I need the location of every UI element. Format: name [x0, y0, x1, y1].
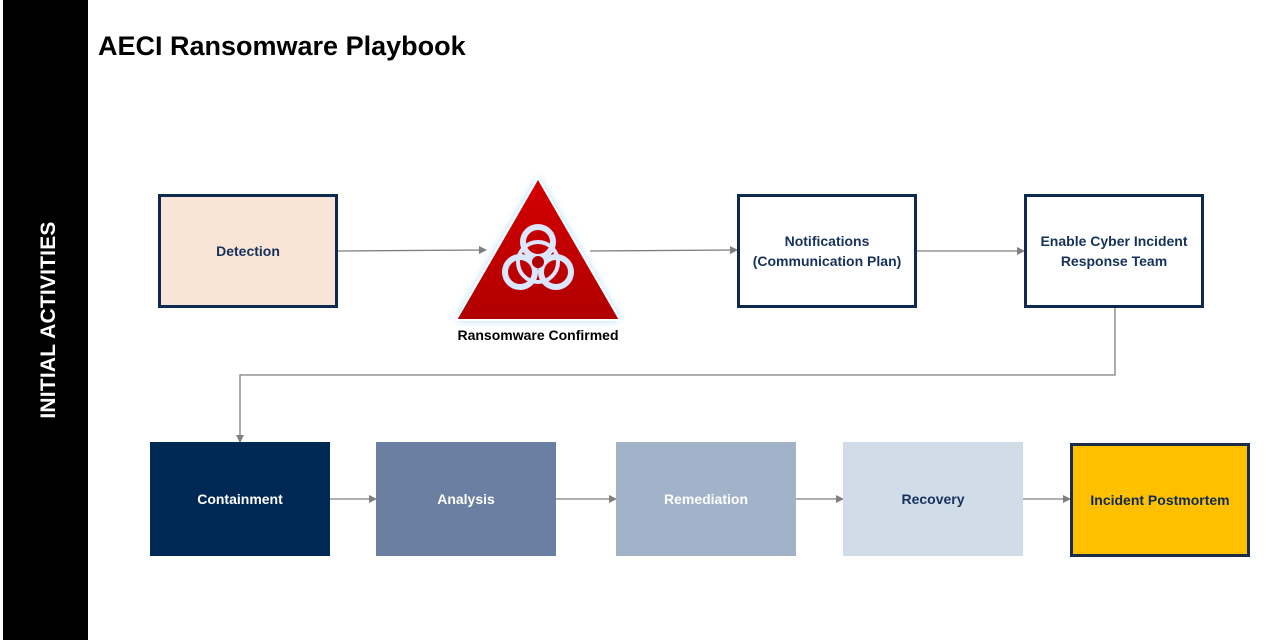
incident-postmortem-box: Incident Postmortem — [1070, 443, 1250, 557]
ransomware-confirmed-label: Ransomware Confirmed — [457, 327, 619, 343]
remediation-label: Remediation — [663, 491, 748, 507]
detection-box: Detection — [158, 194, 338, 308]
containment-label: Containment — [197, 491, 283, 507]
enable-response-team-label: Enable Cyber Incident Response Team — [1040, 233, 1188, 269]
biohazard-warning-icon — [455, 177, 621, 321]
containment-box: Containment — [150, 442, 330, 556]
analysis-box: Analysis — [376, 442, 556, 556]
recovery-label: Recovery — [901, 491, 965, 507]
recovery-box: Recovery — [843, 442, 1023, 556]
notifications-box: Notifications (Communication Plan) — [737, 194, 917, 308]
arrow-detection-to-ransomware — [337, 246, 487, 255]
remediation-box: Remediation — [616, 442, 796, 556]
page-title: AECI Ransomware Playbook — [98, 31, 466, 61]
incident-postmortem-label: Incident Postmortem — [1090, 492, 1230, 508]
arrow-ransomware-to-notifications — [589, 246, 738, 255]
detection-label: Detection — [216, 243, 280, 259]
notifications-label: Notifications (Communication Plan) — [752, 233, 902, 269]
analysis-label: Analysis — [437, 491, 495, 507]
side-bar: INITIAL ACTIVITIES — [3, 0, 88, 640]
enable-response-team-box: Enable Cyber Incident Response Team — [1024, 194, 1204, 308]
arrow-enable-team-to-containment — [236, 308, 1116, 443]
